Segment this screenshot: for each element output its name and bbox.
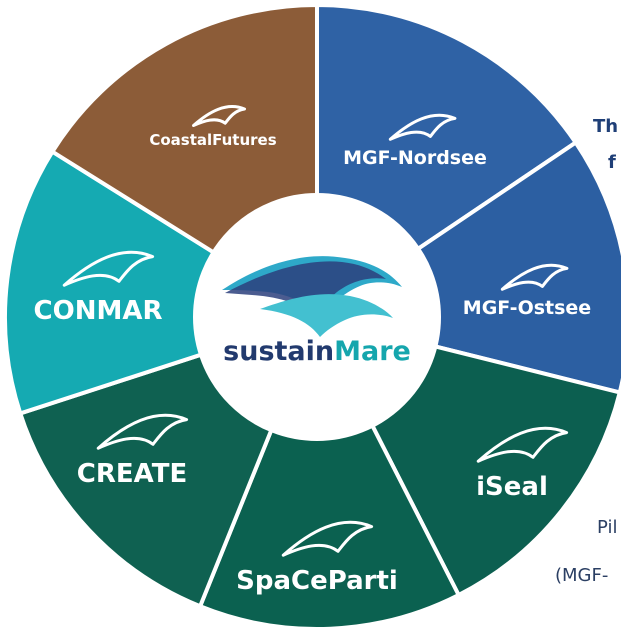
wave-logo-icon [96,413,189,450]
segment-label-mgf-nordsee: MGF-Nordsee [343,147,487,169]
sustainmare-wave-logo-icon [222,256,402,337]
segment-label-create: CREATE [77,459,187,489]
center-title-part1: sustain [223,336,334,367]
wave-logo-icon [192,105,246,127]
wave-logo-icon [476,426,569,463]
segment-label-mgf-ostsee: MGF-Ostsee [463,297,591,319]
side-text-line-2: f [608,152,616,173]
center-title-part2: Mare [334,336,411,367]
segment-label-coastalfutures: CoastalFutures [149,131,276,149]
center-hub: sustainMare [193,193,441,441]
segment-label-iseal: iSeal [476,472,548,502]
wave-logo-icon [281,520,374,557]
side-note-line-2: (MGF- [555,565,609,586]
segment-label-conmar: CONMAR [34,296,163,326]
center-title: sustainMare [223,336,411,367]
segment-label-spaceparti: SpaCeParti [236,566,398,596]
wave-logo-icon [388,113,457,141]
segment-conmar [3,148,322,416]
side-note-line-1: Pil [597,517,618,538]
wave-logo-icon [62,250,155,287]
wave-logo-icon [500,263,569,291]
side-text-line-1: Th [593,116,619,137]
segment-spaceparti [197,312,462,630]
